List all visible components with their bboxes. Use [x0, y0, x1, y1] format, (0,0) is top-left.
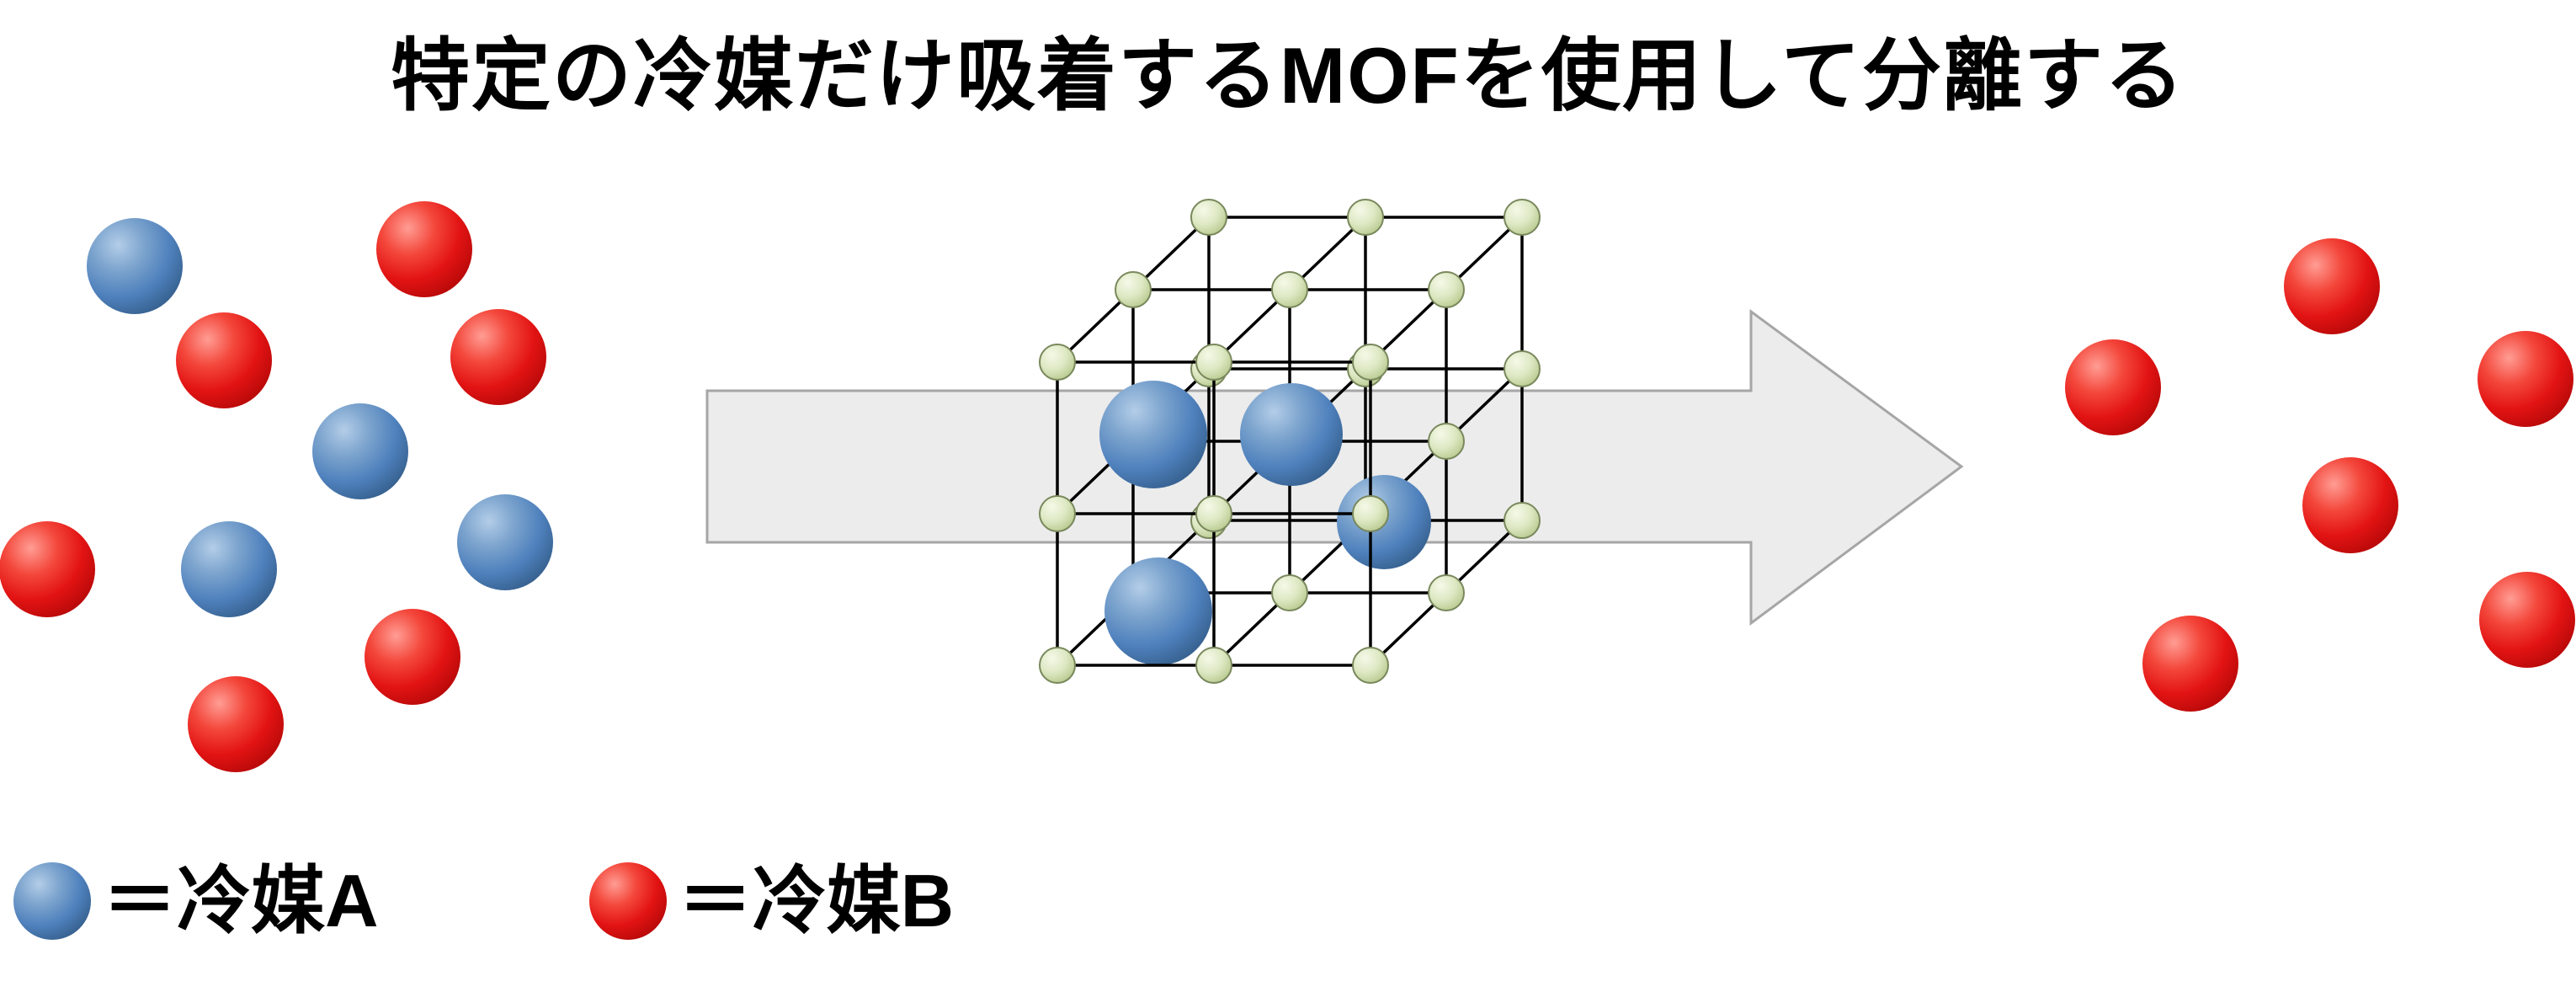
mof-node [1195, 344, 1232, 381]
refrigerant-b-sphere [176, 312, 272, 408]
mof-node [1039, 647, 1076, 684]
refrigerant-b-sphere [2142, 616, 2238, 712]
mof-node [1195, 495, 1232, 532]
mof-node [1115, 271, 1152, 308]
legend-label-refrigerant-b: ＝冷媒B [678, 859, 955, 942]
mof-node [1428, 271, 1465, 308]
mof-node [1271, 574, 1308, 611]
mof-node [1039, 495, 1076, 532]
refrigerant-a-sphere [457, 494, 553, 590]
refrigerant-b-sphere [365, 609, 460, 705]
refrigerant-b-sphere [376, 201, 472, 297]
refrigerant-a-sphere [1240, 383, 1343, 486]
legend-item-refrigerant-b: ＝冷媒B [588, 859, 955, 942]
legend: ＝冷媒A ＝冷媒B [13, 862, 954, 940]
refrigerant-b-sphere [2065, 339, 2161, 435]
mof-node [1428, 574, 1465, 611]
diagram-title: 特定の冷媒だけ吸着するMOFを使用して分離する [390, 31, 2186, 120]
mof-node [1504, 502, 1541, 539]
refrigerant-a-sphere [13, 862, 91, 940]
arrow-shape [705, 309, 1964, 626]
refrigerant-a-sphere [1099, 381, 1207, 488]
mof-node [1504, 199, 1541, 236]
mof-node [1504, 350, 1541, 387]
mof-node [1195, 647, 1232, 684]
refrigerant-b-sphere [2284, 238, 2380, 334]
refrigerant-b-sphere [588, 862, 667, 940]
refrigerant-a-sphere [1104, 557, 1212, 665]
mof-node [1352, 495, 1389, 532]
mof-node [1271, 271, 1308, 308]
refrigerant-a-sphere [181, 521, 277, 617]
refrigerant-a-sphere [312, 403, 408, 499]
refrigerant-b-sphere [188, 676, 284, 772]
refrigerant-b-sphere [450, 309, 546, 405]
mof-node [1352, 647, 1389, 684]
refrigerant-b-sphere [0, 521, 95, 617]
refrigerant-b-sphere [2478, 331, 2573, 427]
mof-node [1428, 423, 1465, 460]
mof-node [1190, 199, 1227, 236]
legend-item-refrigerant-a: ＝冷媒A [13, 862, 379, 940]
refrigerant-b-sphere [2479, 572, 2575, 668]
refrigerant-a-sphere [87, 218, 183, 314]
mof-node [1352, 344, 1389, 381]
mof-node [1039, 344, 1076, 381]
refrigerant-b-sphere [2302, 457, 2398, 553]
mof-node [1347, 199, 1384, 236]
legend-label-refrigerant-a: ＝冷媒A [103, 859, 379, 942]
